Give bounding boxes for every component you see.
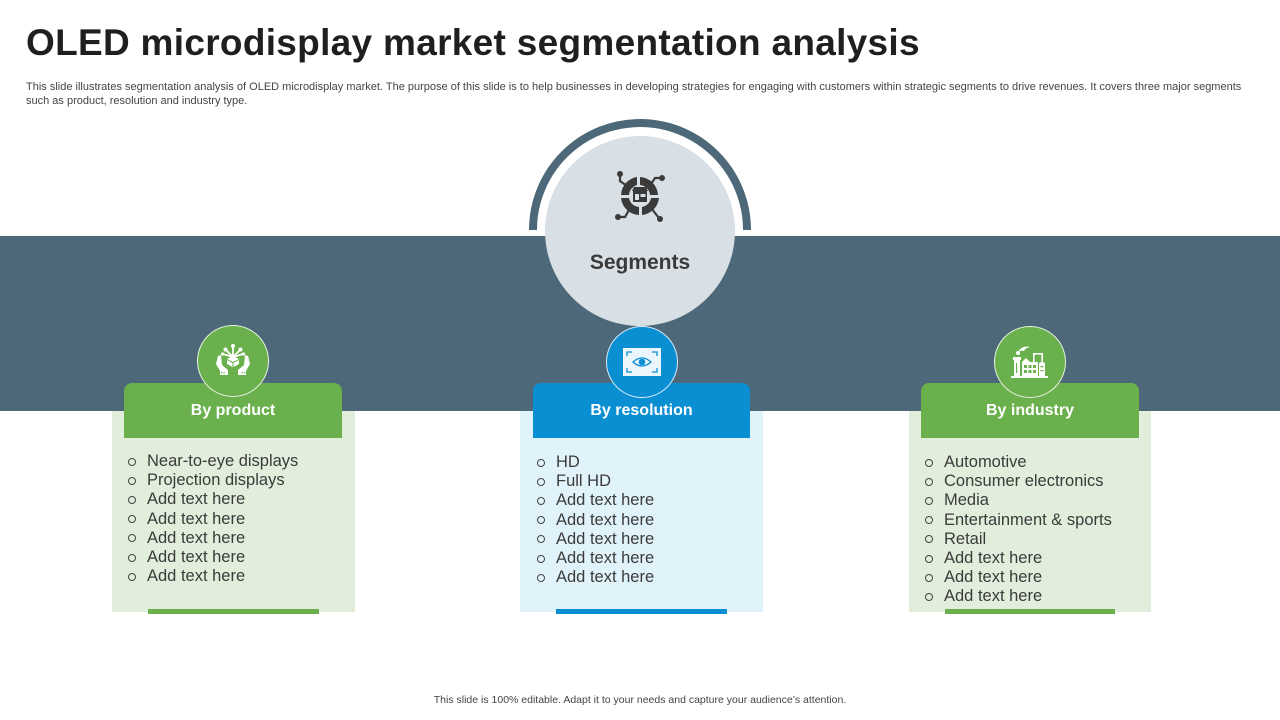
bullet-icon [128,515,136,524]
bullet-icon [128,496,136,504]
segment-badge [197,325,269,397]
factory-icon [1011,346,1048,378]
list-item: Add text here [925,587,1112,606]
bullet-icon [537,477,545,486]
bullet-icon [128,572,136,581]
bullet-icon [925,458,933,467]
list-item: Add text here [537,491,654,510]
bullet-icon [537,573,545,582]
card-footer-bar [556,609,727,614]
list-item: Add text here [128,490,298,509]
card-header: By resolution [533,383,750,438]
bullet-icon [128,553,136,562]
bullet-icon [537,458,545,467]
list-item: Projection displays [128,471,298,490]
bullet-icon [537,516,545,525]
list-item: Retail [925,530,1112,549]
bullet-icon [128,457,136,466]
eye-screen-icon [623,348,661,376]
list-item: Near-to-eye displays [128,452,298,471]
list-item: Add text here [128,567,298,586]
list-item: Add text here [925,549,1112,568]
list-item: Consumer electronics [925,472,1112,491]
bullet-icon [925,497,933,505]
card-body [112,411,355,612]
hands-holding-box-icon [216,344,250,375]
segment-list: Near-to-eye displays Projection displays… [128,452,298,586]
list-item: Add text here [128,548,298,567]
list-item: Add text here [537,568,654,587]
segment-badge [606,326,678,398]
bullet-icon [925,516,933,525]
bullet-icon [537,535,545,544]
list-item: Add text here [128,529,298,548]
card-body [909,411,1151,612]
slide-subtitle: This slide illustrates segmentation anal… [26,81,1242,107]
list-item: Automotive [925,453,1112,472]
list-item: Add text here [925,568,1112,587]
bullet-icon [925,573,933,582]
card-header: By industry [921,383,1139,438]
list-item: Add text here [537,511,654,530]
bullet-icon [925,593,933,602]
bullet-icon [128,534,136,543]
list-item: Add text here [537,530,654,549]
segment-list: HD Full HD Add text here Add text here A… [537,453,654,587]
hub-label: Segments [589,251,691,274]
bullet-icon [537,497,545,505]
card-footer-bar [148,609,319,614]
segments-donut-icon [615,171,665,222]
list-item: Add text here [128,510,298,529]
bullet-icon [537,554,545,563]
segment-badge [994,326,1066,398]
list-item: HD [537,453,654,472]
hub-circle [545,136,735,326]
bullet-icon [925,477,933,486]
list-item: Media [925,491,1112,510]
card-footer-bar [945,609,1115,614]
card-body [520,411,763,612]
bullet-icon [128,476,136,485]
list-item: Full HD [537,472,654,491]
slide-footer: This slide is 100% editable. Adapt it to… [433,694,847,706]
list-item: Entertainment & sports [925,511,1112,530]
slide-title: OLED microdisplay market segmentation an… [26,22,920,63]
bullet-icon [925,554,933,563]
bullet-icon [925,535,933,544]
segment-list: Automotive Consumer electronics Media En… [925,453,1112,607]
list-item: Add text here [537,549,654,568]
